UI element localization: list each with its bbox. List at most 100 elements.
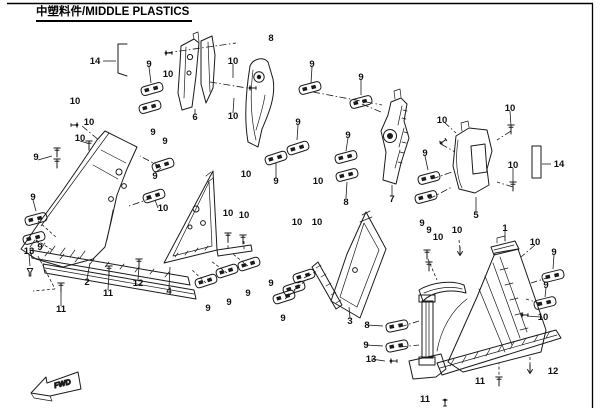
- part-number-callout: 9: [205, 303, 210, 314]
- part-number-callout: 11: [103, 288, 114, 299]
- clip-fastener-icon: [335, 168, 359, 182]
- part-number-callout: 10: [530, 237, 541, 248]
- part-number-callout: 10: [505, 103, 516, 114]
- screw-fastener-icon: [135, 258, 143, 269]
- clip-fastener-icon: [138, 99, 162, 115]
- part-number-callout: 9: [152, 171, 157, 182]
- leader-line: [440, 143, 456, 153]
- leader-line: [424, 155, 429, 171]
- leader-line: [431, 171, 453, 180]
- leader-line: [345, 181, 348, 199]
- part-number-callout: 10: [241, 169, 252, 180]
- screw-fastener-icon: [507, 124, 515, 135]
- leader-line: [312, 91, 383, 106]
- part-number-callout: 12: [548, 366, 559, 377]
- clip-fastener-icon: [264, 150, 288, 166]
- clip-fastener-icon: [385, 339, 409, 353]
- leader-line: [154, 199, 159, 209]
- leader-line: [165, 42, 237, 54]
- leader-line: [107, 273, 110, 291]
- parts-layer: FWD: [20, 31, 562, 402]
- part-2-left-panel-assembly: [20, 130, 197, 300]
- leader-line: [520, 244, 536, 258]
- clip-fastener-icon: [385, 319, 409, 333]
- part-number-callout: 11: [420, 394, 431, 405]
- clip-fastener-icon: [22, 231, 46, 245]
- screw-fastener-icon: [224, 232, 232, 243]
- part-number-callout: 11: [475, 376, 486, 387]
- leader-line: [168, 266, 171, 289]
- part-number-callout: 10: [228, 56, 239, 67]
- part-number-callout: 9: [268, 278, 273, 289]
- part-number-callout: 2: [84, 277, 89, 288]
- part-number-callout: 9: [309, 59, 314, 70]
- part-number-callout: 9: [162, 136, 167, 147]
- leader-line: [190, 268, 207, 284]
- pin-fastener-icon: [389, 358, 398, 364]
- part-number-callout: 9: [345, 130, 350, 141]
- clip-fastener-icon: [215, 263, 239, 279]
- leader-line: [366, 324, 384, 327]
- clip-fastener-icon: [24, 212, 48, 226]
- part-number-callout: 9: [245, 288, 250, 299]
- part-number-callout: 10: [163, 69, 174, 80]
- part-number-callout: 14: [554, 159, 565, 170]
- clip-fastener-icon: [349, 95, 373, 109]
- part-number-callout: 10: [228, 111, 239, 122]
- pin-fastener-icon: [248, 85, 257, 91]
- part-number-callout: 3: [347, 316, 352, 327]
- part-number-callout: 8: [343, 197, 348, 208]
- rivet-fastener-icon: [26, 268, 34, 277]
- leader-line: [232, 97, 235, 114]
- part-number-callout: 4: [166, 286, 172, 297]
- clip-fastener-icon: [142, 188, 166, 204]
- leader-line: [148, 66, 152, 84]
- part-number-callout: 9: [37, 242, 42, 253]
- part-number-callout: 9: [363, 340, 368, 351]
- pin-fastener-icon: [164, 50, 173, 56]
- fasteners-layer: [22, 50, 565, 407]
- leader-line: [496, 130, 512, 141]
- leader-line: [37, 220, 58, 239]
- arrow-fastener-icon: [457, 246, 463, 256]
- part-number-callout: 10: [508, 160, 519, 171]
- part-number-callout: 10: [84, 117, 95, 128]
- screw-fastener-icon: [57, 282, 65, 293]
- part-6-pillar: [177, 31, 216, 111]
- part-4-triangle-panel: [163, 170, 253, 264]
- leader-line: [552, 254, 555, 270]
- part-number-callout: 12: [133, 278, 144, 289]
- clip-fastener-icon: [414, 190, 438, 204]
- leader-line: [509, 110, 512, 127]
- part-number-callout: 10: [223, 208, 234, 219]
- leader-line: [544, 287, 547, 298]
- leader-line: [35, 239, 55, 252]
- screw-fastener-icon: [85, 140, 93, 151]
- leader-line: [32, 288, 56, 292]
- part-number-callout: 14: [90, 56, 101, 67]
- part-number-callout: 10: [158, 203, 169, 214]
- pin-fastener-icon: [439, 137, 448, 146]
- part-number-callout: 1: [502, 223, 508, 234]
- part-number-callout: 9: [543, 280, 548, 291]
- part-number-callout: 9: [280, 313, 285, 324]
- clip-fastener-icon: [140, 81, 164, 97]
- part-number-callout: 9: [422, 148, 427, 159]
- leader-line: [365, 344, 384, 347]
- part-number-callout: 10: [437, 115, 448, 126]
- part-5-bracket: [452, 120, 493, 194]
- clip-fastener-icon: [334, 150, 358, 164]
- screw-fastener-icon: [105, 265, 113, 276]
- screw-fastener-icon: [509, 181, 517, 192]
- screw-fastener-icon: [425, 261, 433, 272]
- leader-line: [526, 315, 541, 318]
- part-number-callout: 10: [433, 232, 444, 243]
- pin-fastener-icon: [442, 398, 448, 407]
- part-number-callout: 9: [33, 152, 38, 163]
- clip-fastener-icon: [298, 81, 322, 95]
- clip-fastener-icon: [286, 140, 310, 156]
- part-number-callout: 10: [292, 217, 303, 228]
- part-number-callout: 9: [426, 225, 431, 236]
- leader-line: [210, 260, 228, 274]
